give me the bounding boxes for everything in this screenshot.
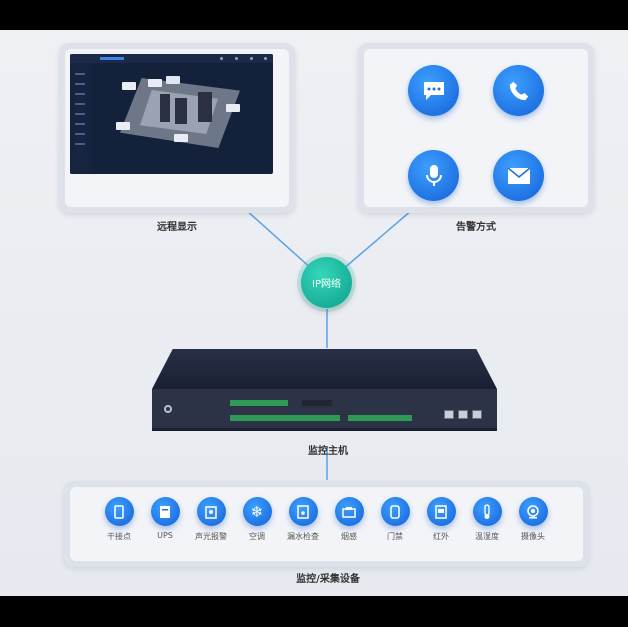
device-smoke: 烟感 <box>326 497 372 542</box>
devices-panel: 干接点 UPS 声光报警 ❄ 空调 漏水检查 烟感 门禁 红外 <box>64 481 589 567</box>
remote-display-panel <box>59 43 295 213</box>
device-contact: 干接点 <box>96 497 142 542</box>
device-ups: UPS <box>142 497 188 540</box>
alarm-light-icon <box>196 497 226 526</box>
host-caption: 监控主机 <box>308 446 348 457</box>
connection-lines <box>245 209 413 480</box>
device-camera: 摄像头 <box>510 497 556 542</box>
device-alarm-light: 声光报警 <box>188 497 234 542</box>
phone-icon <box>493 65 544 116</box>
diagram-canvas: 远程显示 告警方式 IP网络 监控主机 <box>0 30 628 596</box>
contact-icon <box>104 497 134 526</box>
device-water-leak: 漏水检查 <box>280 497 326 542</box>
alarm-methods-caption: 告警方式 <box>456 222 496 233</box>
device-temp-humidity: 温湿度 <box>464 497 510 542</box>
power-knob-icon <box>164 405 172 413</box>
infrared-icon <box>426 497 456 526</box>
camera-icon <box>518 497 548 526</box>
remote-display-caption: 远程显示 <box>157 222 197 233</box>
water-leak-icon <box>288 497 318 526</box>
device-infrared: 红外 <box>418 497 464 542</box>
email-icon <box>493 150 544 201</box>
message-icon <box>408 65 459 116</box>
device-aircon: ❄ 空调 <box>234 497 280 542</box>
device-door: 门禁 <box>372 497 418 542</box>
door-icon <box>380 497 410 526</box>
monitor-screen <box>70 54 273 174</box>
link-alarm-network <box>341 209 413 271</box>
link-display-network <box>245 209 314 271</box>
smoke-sensor-icon <box>334 497 364 526</box>
devices-caption: 监控/采集设备 <box>296 574 360 585</box>
ups-icon <box>150 497 180 526</box>
snowflake-icon: ❄ <box>242 497 272 526</box>
ip-network-node: IP网络 <box>301 257 352 308</box>
ethernet-port-icon <box>444 410 454 419</box>
microphone-icon <box>408 150 459 201</box>
ethernet-port-icon <box>472 410 482 419</box>
thermometer-icon <box>472 497 502 526</box>
ethernet-port-icon <box>458 410 468 419</box>
alarm-methods-panel <box>358 43 594 213</box>
